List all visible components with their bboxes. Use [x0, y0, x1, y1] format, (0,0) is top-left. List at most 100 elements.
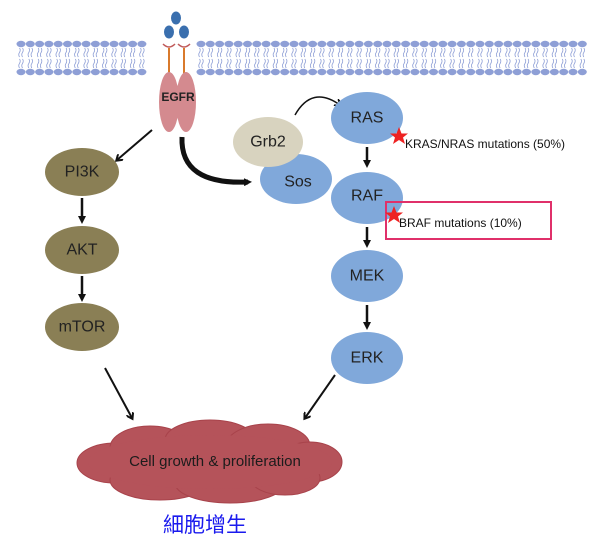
lipid-tail [526, 58, 530, 69]
lipid-tail [49, 58, 52, 69]
lipid-tail [402, 47, 406, 58]
lipid-tail [216, 58, 220, 69]
lipid-head [447, 40, 457, 48]
lipid-tail [64, 47, 68, 58]
svg-text:ERK: ERK [351, 350, 384, 367]
lipid-tail [319, 47, 322, 58]
lipid-tail [498, 58, 502, 69]
lipid-head [447, 68, 457, 76]
lipid-tail [350, 58, 353, 69]
lipid-tail [356, 47, 359, 58]
lipid-tail [77, 47, 80, 58]
lipid-tail [387, 47, 390, 58]
node-erk: ERK [331, 332, 403, 384]
lipid-tail [433, 58, 437, 69]
lipid-tail [396, 47, 399, 58]
lipid-head [109, 40, 119, 48]
lipid-head [196, 68, 206, 76]
braf-highlight-box [385, 201, 552, 240]
lipid-tail [489, 58, 492, 69]
lipid-tail [378, 58, 381, 69]
lipid-tail [579, 58, 582, 69]
lipid-head [35, 40, 45, 48]
lipid-tail [433, 47, 437, 58]
lipid-tail [375, 58, 378, 69]
lipid-tail [132, 58, 136, 69]
lipid-tail [120, 58, 123, 69]
lipid-tail [523, 58, 527, 69]
lipid-tail [235, 58, 238, 69]
lipid-head [549, 68, 559, 76]
svg-text:Sos: Sos [284, 174, 312, 191]
lipid-head [438, 40, 448, 48]
lipid-tail [309, 47, 313, 58]
lipid-tail [120, 47, 123, 58]
lipid-head [100, 40, 110, 48]
lipid-tail [198, 58, 201, 69]
lipid-tail [477, 47, 480, 58]
lipid-tail [27, 47, 30, 58]
lipid-head [233, 40, 243, 48]
svg-text:MEK: MEK [350, 268, 385, 285]
lipid-tail [235, 47, 238, 58]
lipid-head [391, 68, 401, 76]
lipid-tail [282, 58, 285, 69]
lipid-head [44, 68, 54, 76]
lipid-head [475, 40, 485, 48]
lipid-tail [201, 58, 204, 69]
lipid-tail [244, 58, 248, 69]
lipid-tail [440, 58, 443, 69]
lipid-tail [452, 58, 455, 69]
lipid-tail [347, 58, 350, 69]
lipid-tail [508, 58, 511, 69]
lipid-head [252, 68, 262, 76]
lipid-tail [542, 58, 545, 69]
lipid-tail [291, 58, 294, 69]
lipid-tail [285, 58, 288, 69]
lipid-tail [74, 58, 77, 69]
lipid-head [531, 68, 541, 76]
lipid-head [568, 68, 578, 76]
node-mek: MEK [331, 250, 403, 302]
lipid-tail [207, 47, 210, 58]
lipid-tail [129, 58, 133, 69]
lipid-head [373, 68, 383, 76]
lipid-tail [573, 47, 576, 58]
lipid-head [336, 68, 345, 76]
lipid-head [128, 68, 138, 76]
lipid-head [382, 68, 392, 76]
lipid-head [410, 68, 420, 76]
lipid-head [503, 40, 513, 48]
lipid-head [456, 68, 466, 76]
lipid-tail [328, 47, 331, 58]
lipid-tail [561, 47, 564, 58]
lipid-tail [272, 47, 276, 58]
svg-text:RAF: RAF [351, 188, 383, 205]
braf-mutation-label: BRAF mutations (10%) [399, 216, 522, 230]
lipid-tail [257, 58, 260, 69]
lipid-tail [55, 47, 58, 58]
lipid-tail [405, 58, 409, 69]
lipid-tail [226, 58, 229, 69]
lipid-tail [393, 47, 396, 58]
lipid-head [90, 40, 100, 48]
ras-mutation-star-icon [390, 127, 408, 144]
lipid-tail [359, 58, 362, 69]
lipid-tail [461, 58, 465, 69]
node-ras: RAS [331, 92, 403, 144]
lipid-tail [582, 47, 585, 58]
lipid-head [224, 68, 234, 76]
lipid-tail [282, 47, 285, 58]
lipid-head [289, 68, 299, 76]
lipid-tail [424, 58, 427, 69]
lipid-head [540, 68, 550, 76]
lipid-tail [102, 58, 105, 69]
lipid-tail [74, 47, 77, 58]
lipid-head [72, 40, 82, 48]
lipid-head [531, 40, 541, 48]
lipid-tail [229, 58, 232, 69]
cell-growth-cloud: Cell growth & proliferation [76, 419, 343, 504]
lipid-tail [542, 47, 545, 58]
lipid-tail [83, 58, 86, 69]
